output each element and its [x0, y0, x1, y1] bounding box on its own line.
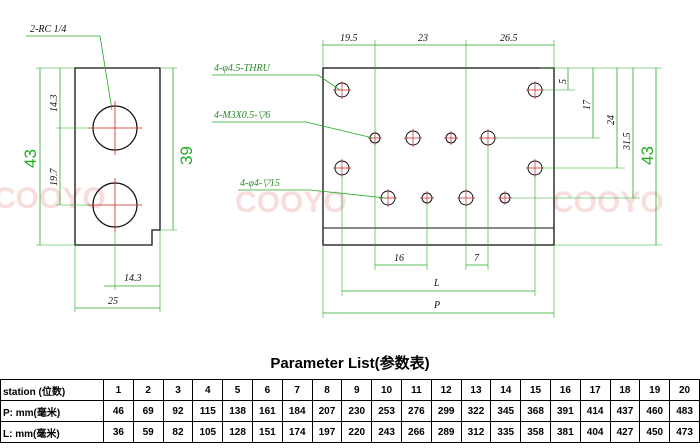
table-cell: 184 — [281, 400, 313, 422]
row-header: P: mm(毫米) — [0, 400, 104, 422]
table-cell: 460 — [639, 400, 671, 422]
table-cell: 1 — [103, 379, 134, 401]
dim-bottom-7: 7 — [474, 253, 480, 264]
dim-right-43: 43 — [638, 146, 657, 165]
table-cell: 220 — [341, 421, 373, 443]
svg-text:COOYO: COOYO — [552, 186, 664, 219]
table-cell: 404 — [579, 421, 611, 443]
table-cell: 381 — [549, 421, 581, 443]
svg-text:COOYO: COOYO — [235, 186, 347, 219]
dim-19-7: 19.7 — [49, 168, 60, 187]
dim-right-31-5: 31.5 — [622, 133, 633, 152]
table-cell: 253 — [371, 400, 402, 422]
table-cell: 161 — [251, 400, 283, 422]
table-cell: 427 — [609, 421, 641, 443]
table-cell: 230 — [341, 400, 373, 422]
table-cell: 345 — [490, 400, 522, 422]
table-cell: 69 — [132, 400, 164, 422]
table-cell: 11 — [400, 379, 432, 401]
table-cell: 450 — [639, 421, 671, 443]
dim-right-5: 5 — [558, 79, 569, 84]
table-cell: 12 — [430, 379, 462, 401]
table-cell: 9 — [341, 379, 373, 401]
table-cell: 299 — [430, 400, 462, 422]
table-cell: 266 — [400, 421, 432, 443]
table-cell: 174 — [281, 421, 313, 443]
table-cell: 3 — [162, 379, 194, 401]
dim-right-17: 17 — [582, 99, 593, 110]
table-cell: 368 — [520, 400, 551, 422]
table-cell: 243 — [371, 421, 402, 443]
table-cell: 82 — [162, 421, 194, 443]
dim-height-43: 43 — [21, 149, 40, 168]
table-cell: 14 — [490, 379, 522, 401]
table-cell: 13 — [460, 379, 492, 401]
watermark: COOYO COOYO COOYO — [0, 182, 664, 219]
table-cell: 483 — [669, 400, 700, 422]
table-cell: 17 — [579, 379, 611, 401]
table-cell: 197 — [311, 421, 343, 443]
table-cell: 207 — [311, 400, 343, 422]
row-header: L: mm(毫米) — [0, 421, 104, 443]
table-cell: 391 — [549, 400, 581, 422]
callout-thru: 4-φ4.5-THRU — [214, 63, 271, 74]
dim-bottom-16: 16 — [394, 253, 404, 264]
dim-top-26-5: 26.5 — [500, 33, 518, 44]
table-cell: 2 — [132, 379, 164, 401]
table-cell: 128 — [222, 421, 253, 443]
technical-drawing: COOYO COOYO COOYO 2-RC 1/4 43 14.3 19.7 — [0, 24, 664, 318]
table-cell: 92 — [162, 400, 194, 422]
table-cell: 4 — [192, 379, 224, 401]
table-cell: 322 — [460, 400, 492, 422]
parameter-list-title: Parameter List(参数表) — [270, 355, 430, 372]
dim-width-25: 25 — [108, 296, 118, 307]
table-cell: 276 — [400, 400, 432, 422]
table-cell: 437 — [609, 400, 641, 422]
table-cell: 115 — [192, 400, 224, 422]
dim-top-23: 23 — [418, 33, 428, 44]
table-cell: 335 — [490, 421, 522, 443]
table-cell: 20 — [669, 379, 700, 401]
dim-L: L — [433, 278, 440, 289]
table-cell: 7 — [281, 379, 313, 401]
front-view: 4-φ4.5-THRU 4-M3X0.5-▽6 4-φ4-▽15 19.5 23… — [212, 33, 662, 318]
dim-14-3-vertical: 14.3 — [49, 95, 60, 113]
table-cell: 10 — [371, 379, 402, 401]
mounting-holes — [334, 82, 543, 206]
dim-right-24: 24 — [606, 115, 617, 125]
callout-m3: 4-M3X0.5-▽6 — [214, 110, 270, 121]
svg-text:COOYO: COOYO — [0, 182, 106, 215]
table-cell: 36 — [103, 421, 134, 443]
table-cell: 16 — [549, 379, 581, 401]
table-cell: 312 — [460, 421, 492, 443]
table-cell: 289 — [430, 421, 462, 443]
table-cell: 8 — [311, 379, 343, 401]
table-cell: 473 — [669, 421, 700, 443]
table-cell: 358 — [520, 421, 551, 443]
table-cell: 414 — [579, 400, 611, 422]
table-cell: 18 — [609, 379, 641, 401]
dim-body-39: 39 — [177, 146, 196, 165]
side-view: 2-RC 1/4 43 14.3 19.7 39 14.3 25 — [21, 24, 196, 312]
table-cell: 59 — [132, 421, 164, 443]
table-cell: 138 — [222, 400, 253, 422]
table-cell: 46 — [103, 400, 134, 422]
dim-P: P — [433, 300, 440, 311]
table-cell: 5 — [222, 379, 253, 401]
dim-top-19-5: 19.5 — [340, 33, 358, 44]
table-cell: 151 — [251, 421, 283, 443]
callout-phi4: 4-φ4-▽15 — [240, 178, 280, 189]
port-callout: 2-RC 1/4 — [30, 24, 66, 35]
table-cell: 105 — [192, 421, 224, 443]
table-cell: 19 — [639, 379, 671, 401]
table-cell: 6 — [251, 379, 283, 401]
dim-14-3-horizontal: 14.3 — [124, 273, 142, 284]
table-cell: 15 — [520, 379, 551, 401]
row-header: station (位数) — [0, 379, 104, 401]
